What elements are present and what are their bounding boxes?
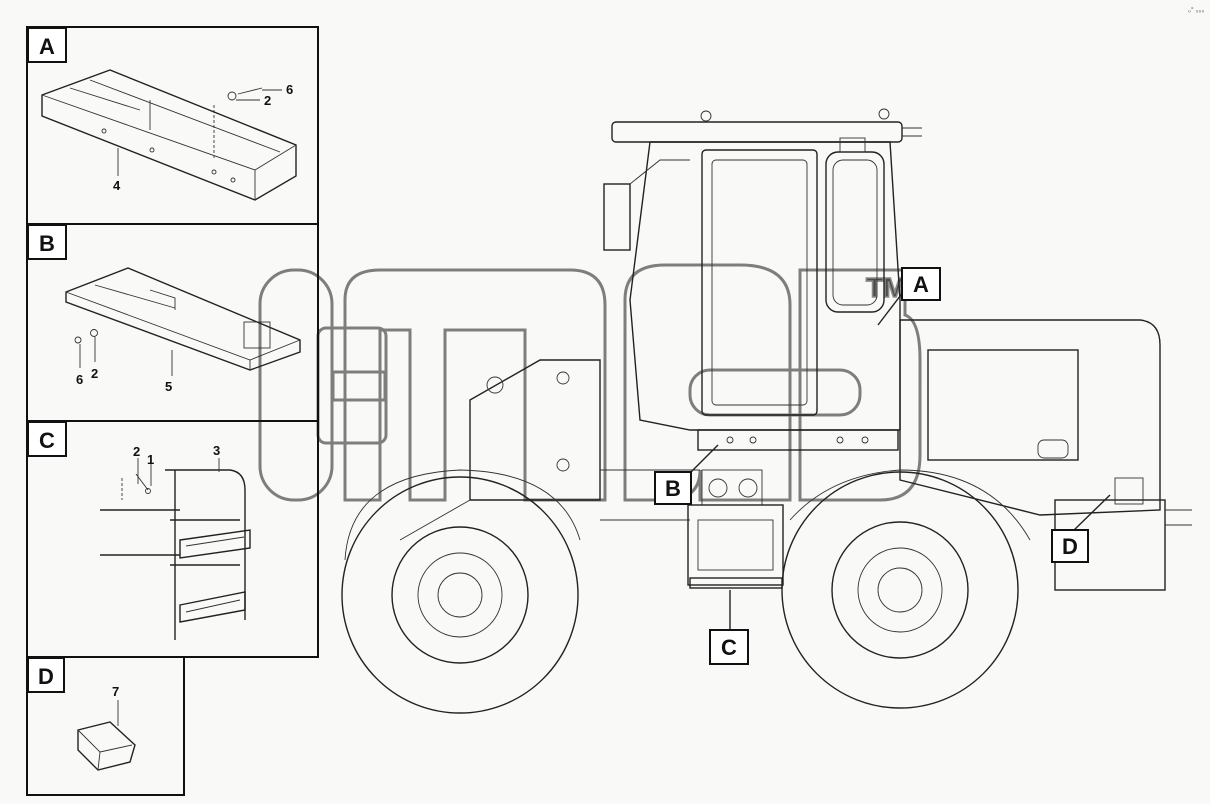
bolt-6-washer-2 — [227, 87, 263, 101]
callout-C-1: 1 — [147, 452, 154, 467]
side-platform — [697, 429, 899, 451]
machine-label-C: C — [709, 590, 749, 665]
corner-mark: ₀° ₀₀₀ — [1188, 6, 1204, 14]
callout-A-6: 6 — [286, 82, 293, 97]
detail-panel-C: C 2 1 3 — [26, 420, 319, 658]
panel-letter-D: D — [38, 664, 54, 689]
callout-D-7: 7 — [112, 684, 119, 699]
machine-drawing — [341, 108, 1192, 714]
step-ladder-part-3 — [100, 469, 251, 640]
machine-step — [687, 504, 784, 586]
machine-label-B: B — [654, 444, 719, 505]
svg-text:C: C — [721, 635, 737, 660]
front-frame — [469, 359, 601, 501]
rear-wheel — [781, 471, 1019, 709]
callout-C-2: 2 — [133, 444, 140, 459]
cover-part-7 — [77, 721, 136, 771]
callout-A-2: 2 — [264, 93, 271, 108]
bolt-6-washer-2-b — [74, 329, 98, 344]
hood-panel — [927, 349, 1079, 461]
svg-text:A: A — [913, 272, 929, 297]
svg-text:B: B — [665, 476, 681, 501]
svg-text:D: D — [1062, 534, 1078, 559]
detail-panel-A: A 6 2 4 — [26, 26, 319, 225]
machine-label-A: A — [877, 267, 941, 326]
platform-part-5 — [65, 267, 301, 371]
callout-C-3: 3 — [213, 443, 220, 458]
platform-part-4 — [41, 69, 297, 201]
panel-letter-A: A — [39, 34, 55, 59]
detail-panel-D: D 7 — [26, 656, 185, 796]
detail-panel-B: B 6 2 5 — [26, 223, 319, 422]
callout-B-5: 5 — [165, 379, 172, 394]
cab-roof — [611, 121, 903, 143]
watermark-logo: TM — [258, 263, 922, 502]
callout-B-2: 2 — [91, 366, 98, 381]
callout-A-4: 4 — [113, 178, 121, 193]
callout-B-6: 6 — [76, 372, 83, 387]
bolt-2-pin-1 — [121, 473, 151, 500]
engine-hood — [899, 319, 1161, 516]
machine-label-D: D — [1051, 494, 1111, 563]
cab-door — [701, 149, 818, 416]
panel-letter-B: B — [39, 231, 55, 256]
side-mirror — [603, 183, 631, 251]
front-wheel — [341, 476, 579, 714]
panel-letter-C: C — [39, 428, 55, 453]
